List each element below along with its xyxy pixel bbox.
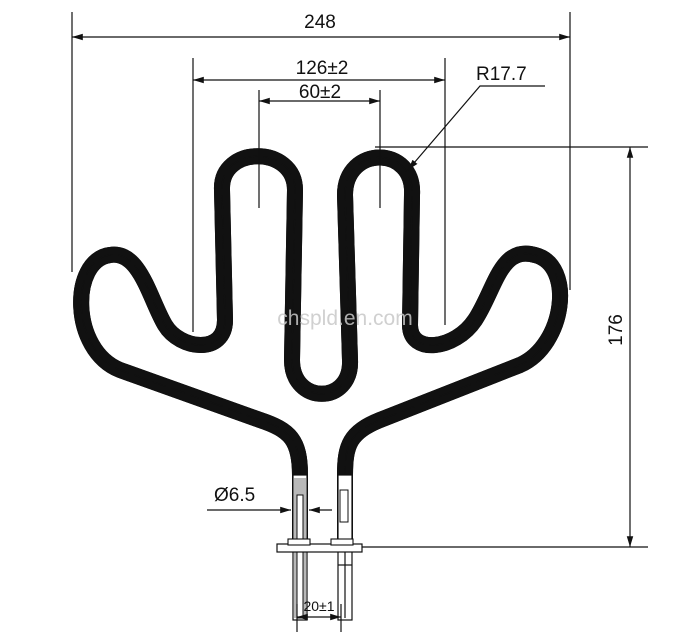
dimension-bend-radius: R17.7 <box>407 64 545 171</box>
label-bend-radius: R17.7 <box>476 64 527 85</box>
dimension-inner-leg-spacing: 60±2 <box>258 82 381 208</box>
dimension-tube-diameter: Ø6.5 <box>207 485 332 514</box>
mounting-plate <box>276 543 363 553</box>
terminals <box>276 474 363 621</box>
dimension-height: 176 <box>362 146 648 548</box>
label-overall-width: 248 <box>304 12 336 33</box>
label-inner-leg-spacing: 60±2 <box>299 82 341 103</box>
label-tube-diameter: Ø6.5 <box>214 485 255 506</box>
label-outer-leg-spacing: 126±2 <box>296 58 349 79</box>
dimension-terminal-spacing: 20±1 <box>296 598 342 632</box>
heater-tube <box>81 156 560 540</box>
label-height: 176 <box>606 314 627 346</box>
label-terminal-spacing: 20±1 <box>303 598 334 614</box>
dimension-overall-width: 248 <box>71 12 571 290</box>
dimension-outer-leg-spacing: 126±2 <box>192 58 446 332</box>
watermark: chspld.en.com <box>277 307 412 330</box>
